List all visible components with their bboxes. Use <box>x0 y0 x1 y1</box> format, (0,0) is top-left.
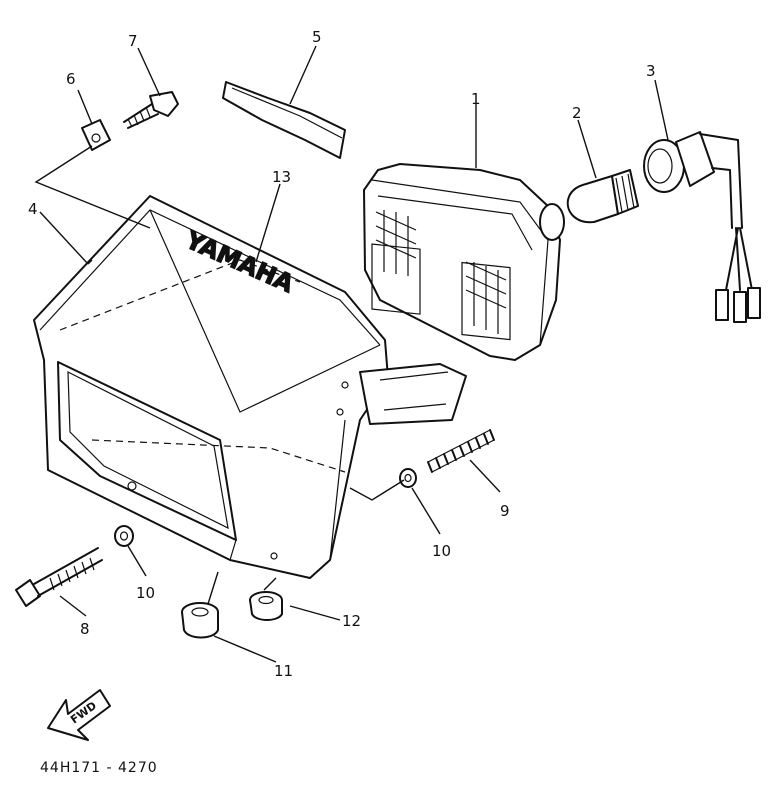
callout-2: 2 <box>572 104 582 122</box>
part-1-headlight-unit <box>363 163 565 361</box>
part-4-headlight-housing <box>33 195 467 579</box>
part-9-spring <box>427 429 495 473</box>
callout-5: 5 <box>312 28 322 46</box>
callout-4: 4 <box>28 200 38 218</box>
callout-13: 13 <box>272 168 291 186</box>
part-10-washer-left <box>114 525 134 547</box>
part-7-screw <box>123 91 179 129</box>
part-5-trim-strip <box>222 81 346 159</box>
part-11-grommet <box>181 602 219 639</box>
callout-12: 12 <box>342 612 361 630</box>
callout-7: 7 <box>128 32 138 50</box>
callout-8: 8 <box>80 620 90 638</box>
callout-9: 9 <box>500 502 510 520</box>
part-3-socket-harness <box>643 131 761 323</box>
callout-10-left: 10 <box>136 584 155 602</box>
callout-6: 6 <box>66 70 76 88</box>
part-12-grommet <box>249 591 283 621</box>
callout-1: 1 <box>471 90 481 108</box>
callout-11: 11 <box>274 662 293 680</box>
callout-10-right: 10 <box>432 542 451 560</box>
part-6-clip-nut <box>81 119 111 151</box>
diagram-part-code: 44H171 - 4270 <box>40 760 158 776</box>
fwd-arrow-icon: FWD <box>47 689 111 741</box>
leader-lines <box>34 45 669 663</box>
part-10-washer-right <box>399 468 417 488</box>
callout-3: 3 <box>646 62 656 80</box>
part-2-bulb <box>566 169 639 224</box>
part-8-bolt <box>15 547 103 607</box>
callout-numbers: 1 2 3 4 5 6 7 8 9 10 10 11 12 13 <box>28 28 656 680</box>
